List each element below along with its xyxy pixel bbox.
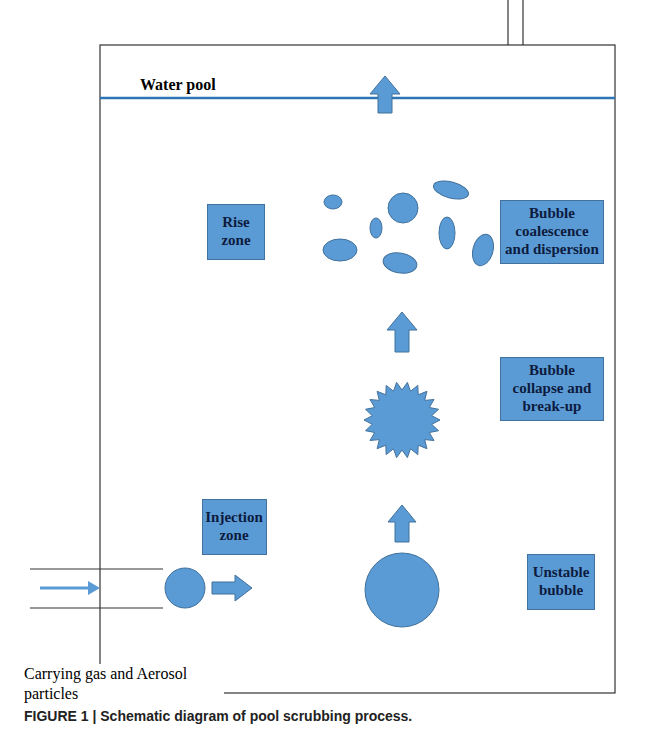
bubble [365, 553, 439, 627]
block-arrow [388, 505, 416, 542]
zone-box: Bubble coalescence and dispersion [500, 200, 604, 263]
bubble-cluster [323, 178, 497, 276]
water-surface [100, 97, 615, 100]
pipe-wall [30, 568, 163, 569]
collapsing-bubble [364, 382, 440, 457]
chimney-wall [507, 0, 508, 45]
flow-arrow [88, 581, 100, 595]
block-arrow [387, 312, 417, 352]
zone-box: Unstable bubble [527, 554, 595, 610]
bubble [165, 568, 205, 608]
zone-box: Rise zone [207, 204, 265, 260]
box-label: Bubble coalescence and dispersion [504, 205, 600, 258]
tank-outline [100, 45, 615, 693]
pipe-wall [30, 607, 163, 608]
zone-box: Injection zone [202, 499, 267, 555]
block-arrow [212, 575, 252, 601]
box-label: Bubble collapse and break-up [504, 362, 600, 415]
block-arrow [370, 76, 400, 113]
zone-box: Bubble collapse and break-up [500, 357, 604, 420]
box-label: Rise zone [211, 214, 261, 249]
inlet-label: Carrying gas and Aerosol particles [24, 664, 224, 704]
flow-arrow [40, 587, 92, 590]
chimney-wall [522, 0, 523, 45]
figure-caption: FIGURE 1 | Schematic diagram of pool scr… [24, 708, 644, 724]
box-label: Unstable bubble [531, 564, 591, 599]
region-label: Water pool [140, 75, 300, 95]
box-label: Injection zone [205, 509, 263, 544]
